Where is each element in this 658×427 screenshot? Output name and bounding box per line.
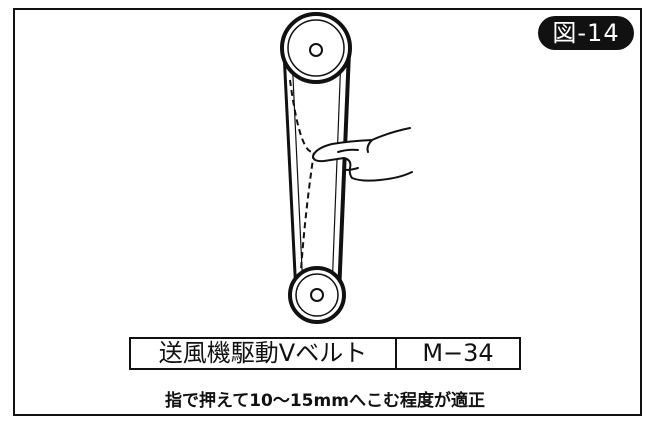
belt-code: M−34 bbox=[422, 339, 494, 367]
figure-number-badge: 図-14 bbox=[538, 16, 634, 50]
belt-inner-right bbox=[331, 55, 342, 291]
belt-right-edge bbox=[337, 51, 351, 295]
hand-pressing-belt bbox=[312, 127, 413, 182]
tension-caption: 指で押えて10〜15mmへこむ程度が適正 bbox=[165, 391, 485, 411]
belt-left-edge bbox=[282, 51, 298, 295]
belt-spec-label: 送風機駆動Vベルト M−34 bbox=[129, 337, 521, 370]
deflection-dashed-line bbox=[289, 79, 316, 286]
top-pulley bbox=[280, 12, 352, 84]
belt-inner-left bbox=[291, 55, 304, 291]
belt-name: 送風機駆動Vベルト bbox=[131, 339, 397, 368]
bottom-pulley bbox=[288, 266, 346, 324]
